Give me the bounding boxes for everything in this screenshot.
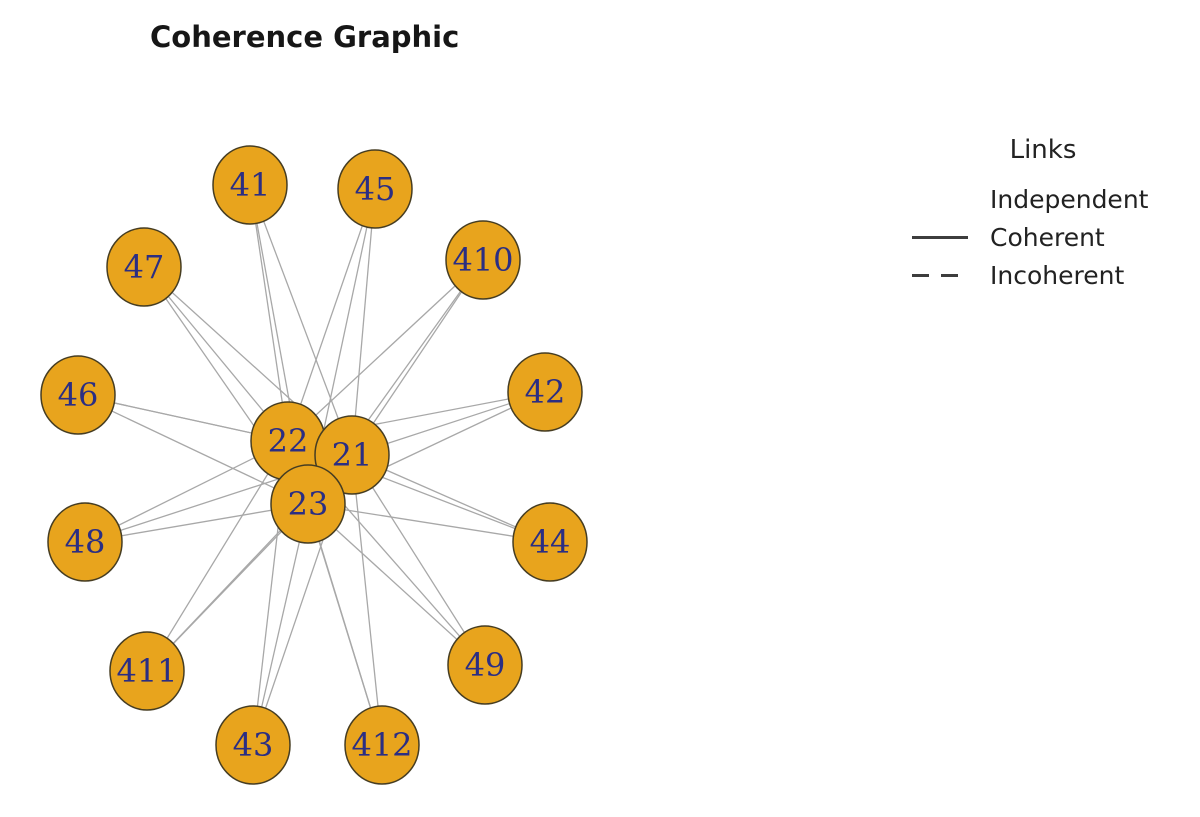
node-circle [106, 227, 182, 307]
node-circle [344, 705, 420, 785]
graph-edge-22-45 [287, 188, 376, 442]
node-label: 411 [116, 652, 177, 690]
node-circle [314, 415, 390, 495]
node-circle [215, 705, 291, 785]
graph-node-46: 46 [40, 355, 116, 435]
legend-title: Links [1009, 135, 1077, 165]
graph-edge-22-41 [249, 184, 289, 442]
node-label: 41 [230, 166, 271, 204]
graph-node-44: 44 [512, 502, 588, 582]
node-circle [512, 502, 588, 582]
graph-edge-21-41 [249, 184, 353, 456]
graph-node-23: 23 [270, 464, 346, 544]
graph-edge-23-412 [307, 503, 383, 746]
legend-item-incoherent: Incoherent [912, 256, 1174, 294]
graph-edge-22-410 [287, 259, 484, 442]
legend-item-independent: Independent [912, 180, 1174, 218]
page-title: Coherence Graphic [150, 20, 460, 54]
node-label: 410 [452, 241, 513, 279]
node-circle [445, 220, 521, 300]
node-label: 23 [288, 485, 329, 523]
graph-node-41: 41 [212, 145, 288, 225]
node-circle [507, 352, 583, 432]
graph-edge-21-45 [351, 188, 376, 456]
incoherent-key-line [912, 274, 970, 277]
node-label: 45 [355, 170, 396, 208]
node-label: 22 [268, 422, 309, 460]
legend-item-label: Incoherent [990, 260, 1125, 290]
graph-node-45: 45 [337, 149, 413, 229]
independent-key-swatch [912, 198, 970, 201]
node-circle [47, 502, 123, 582]
node-label: 44 [530, 523, 571, 561]
node-label: 49 [465, 646, 506, 684]
legend-item-label: Coherent [990, 222, 1105, 252]
node-circle [337, 149, 413, 229]
node-circle [40, 355, 116, 435]
graph-node-411: 411 [109, 631, 185, 711]
graph-edge-23-44 [307, 503, 551, 543]
node-circle [447, 625, 523, 705]
graph-node-410: 410 [445, 220, 521, 300]
node-label: 46 [58, 376, 99, 414]
node-label: 412 [351, 726, 412, 764]
node-label: 21 [332, 436, 373, 474]
graph-node-49: 49 [447, 625, 523, 705]
graph-node-43: 43 [215, 705, 291, 785]
graph-edge-23-49 [307, 503, 486, 666]
node-label: 48 [65, 523, 106, 561]
graph-edge-23-43 [252, 503, 309, 746]
graph-node-42: 42 [507, 352, 583, 432]
graph-node-412: 412 [344, 705, 420, 785]
node-label: 43 [233, 726, 274, 764]
legend-item-label: Independent [990, 184, 1149, 214]
graph-edge-23-46 [77, 394, 309, 505]
graph-node-47: 47 [106, 227, 182, 307]
graph-edge-21-410 [351, 259, 484, 456]
legend-item-coherent: Coherent [912, 218, 1174, 256]
graph-node-22: 22 [250, 401, 326, 481]
graph-node-48: 48 [47, 502, 123, 582]
node-circle [109, 631, 185, 711]
node-circle [270, 464, 346, 544]
node-label: 47 [124, 248, 165, 286]
node-label: 42 [525, 373, 566, 411]
graph-edge-22-411 [146, 440, 289, 672]
legend: Links Independent Coherent Incoherent [912, 134, 1174, 294]
coherent-key-line [912, 236, 970, 239]
graph-edge-21-49 [351, 454, 486, 666]
graph-node-21: 21 [314, 415, 390, 495]
node-circle [212, 145, 288, 225]
graph-edge-21-412 [351, 454, 383, 746]
